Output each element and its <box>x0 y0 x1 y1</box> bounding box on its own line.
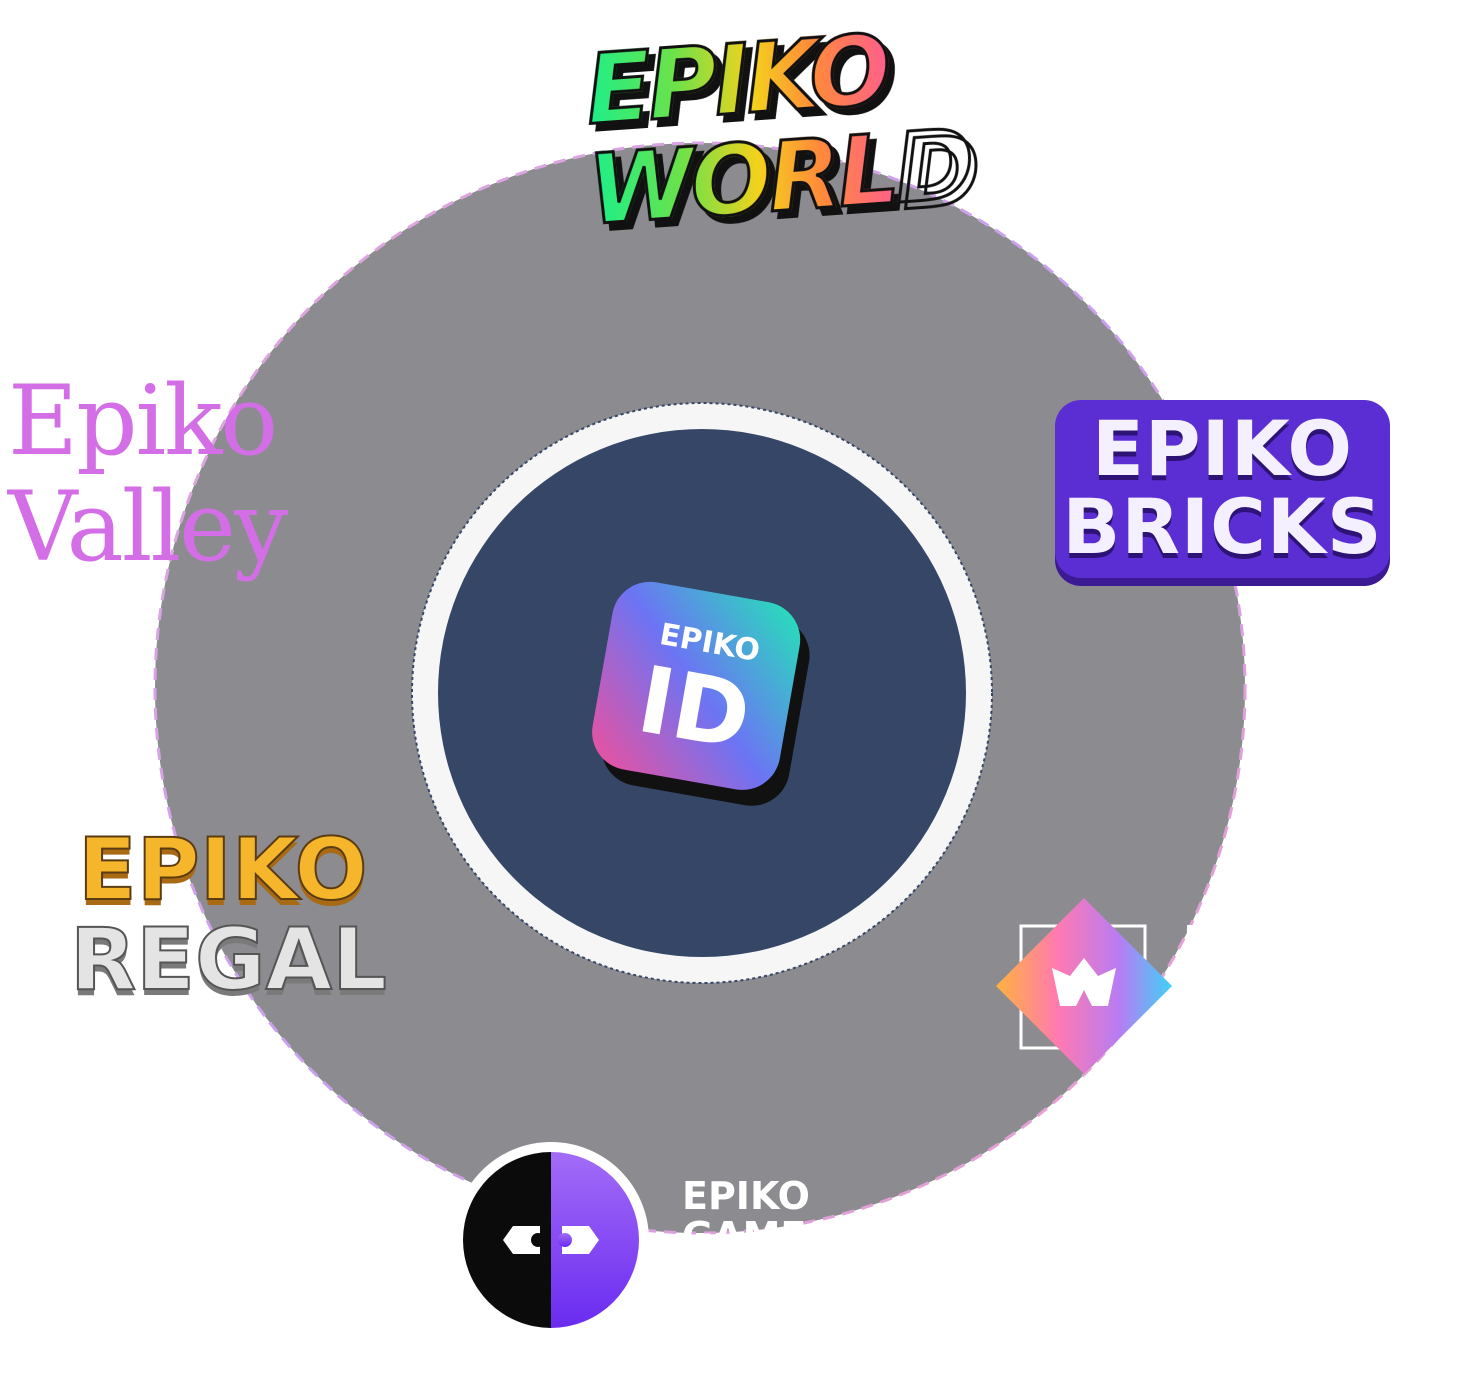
epiko-games-logo: EPIKO GAMES <box>682 1174 822 1241</box>
epiko-id-main-text: ID <box>630 646 758 771</box>
epiko-world-logo: EPIKO WORLD <box>578 12 976 248</box>
epiko-market-icon <box>996 898 1195 1074</box>
epiko-valley-line1: Epiko <box>8 365 278 477</box>
epiko-id-badge <box>592 581 810 806</box>
epiko-bricks-line1: EPIKO <box>1092 404 1353 493</box>
epiko-world-line2: WORLD <box>583 107 975 248</box>
epiko-games-line1: EPIKO <box>682 1174 810 1218</box>
epiko-regal-line1: EPIKO <box>77 820 369 920</box>
epiko-bricks-logo: EPIKO BRICKS <box>1055 400 1390 578</box>
epiko-regal-logo: EPIKO REGAL <box>69 820 388 1010</box>
epiko-valley-logo: Epiko Valley <box>8 368 328 580</box>
epiko-regal-line2: REGAL <box>69 910 388 1010</box>
epiko-games-line2: GAMES <box>682 1216 822 1241</box>
epiko-bricks-line2: BRICKS <box>1062 482 1383 571</box>
epiko-valley-line2: Valley <box>8 471 288 583</box>
epiko-games-icon <box>453 1142 649 1338</box>
